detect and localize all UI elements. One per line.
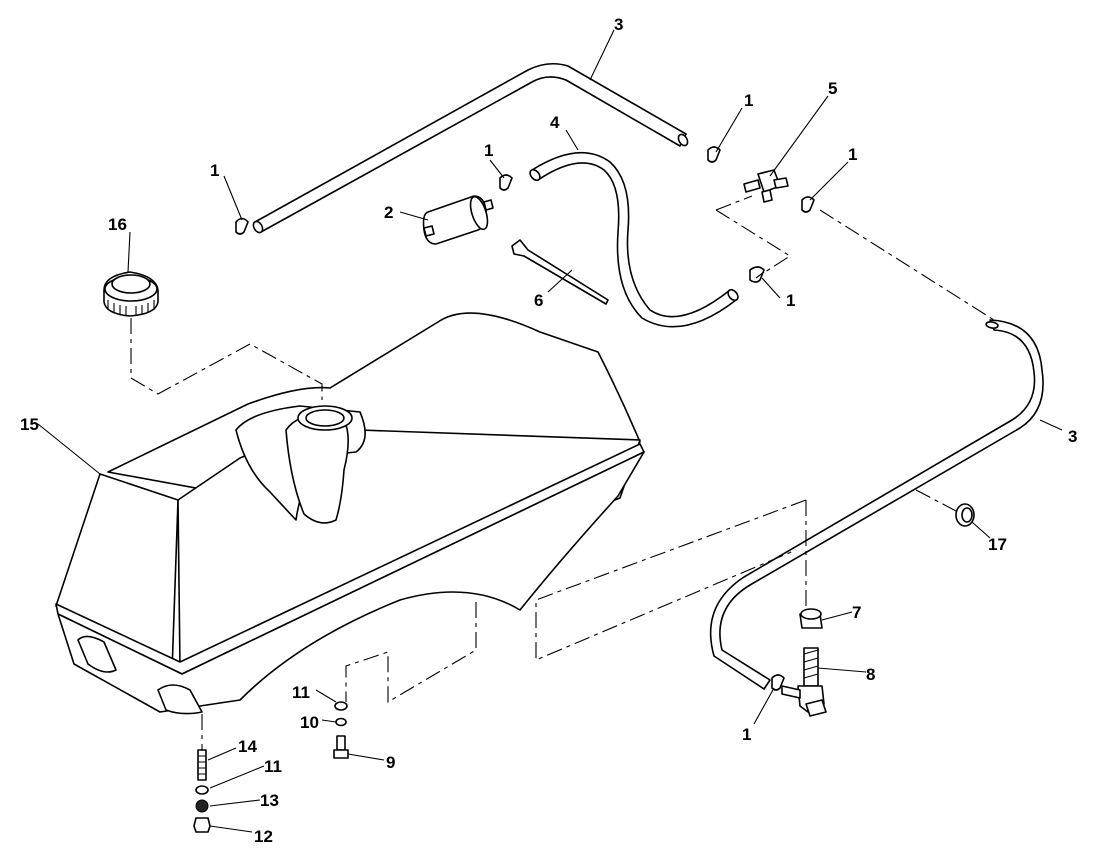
callout-8: 8 xyxy=(866,665,875,684)
grommet xyxy=(955,503,975,527)
callout-1-e: 1 xyxy=(786,291,795,310)
callout-6: 6 xyxy=(534,291,543,310)
fuel-filter xyxy=(422,195,494,245)
fuel-tank xyxy=(55,312,645,715)
callout-3-a: 3 xyxy=(614,15,623,34)
callout-17: 17 xyxy=(988,535,1007,554)
assembly-lines xyxy=(130,195,995,750)
callout-1-c: 1 xyxy=(744,91,753,110)
callout-12: 12 xyxy=(254,827,273,846)
callout-4: 4 xyxy=(550,113,560,132)
hose-clamp-4 xyxy=(801,196,815,213)
leader-lines xyxy=(37,29,1063,833)
callout-5: 5 xyxy=(828,79,837,98)
callout-7: 7 xyxy=(852,603,861,622)
washer-11-lower xyxy=(195,785,209,795)
vent-tube-right xyxy=(709,319,1044,690)
cable-tie xyxy=(511,239,609,305)
stud-14 xyxy=(197,749,207,781)
callout-11-a: 11 xyxy=(292,683,310,702)
hose-clamp-2 xyxy=(499,174,513,191)
callout-10: 10 xyxy=(300,713,319,732)
grommet-13 xyxy=(195,799,209,813)
callout-2: 2 xyxy=(384,203,393,222)
callout-1-f: 1 xyxy=(742,725,751,744)
bushing xyxy=(799,608,823,629)
hose-clamp-1 xyxy=(235,217,249,235)
callout-15: 15 xyxy=(20,415,39,434)
hose-clamp-5 xyxy=(749,266,765,283)
callouts: 1 1 1 1 1 1 2 3 3 4 5 6 7 8 9 10 11 11 1… xyxy=(20,15,1077,846)
callout-11-b: 11 xyxy=(264,757,282,776)
washer-11-upper xyxy=(334,701,348,711)
callout-13: 13 xyxy=(260,791,279,810)
lockwasher-10 xyxy=(335,717,347,727)
callout-1-d: 1 xyxy=(848,145,857,164)
callout-14: 14 xyxy=(238,737,257,756)
fuel-hose xyxy=(529,151,739,328)
fuel-cap xyxy=(103,271,159,317)
screw-9 xyxy=(333,735,349,759)
tee-fitting xyxy=(743,169,789,203)
vent-tube-upper xyxy=(252,62,689,234)
callout-1-a: 1 xyxy=(210,161,219,180)
shutoff-valve xyxy=(781,647,827,717)
callout-1-b: 1 xyxy=(484,141,493,160)
callout-16: 16 xyxy=(108,215,127,234)
callout-9: 9 xyxy=(386,753,395,772)
nut-12 xyxy=(193,817,211,833)
callout-3-b: 3 xyxy=(1068,427,1077,446)
